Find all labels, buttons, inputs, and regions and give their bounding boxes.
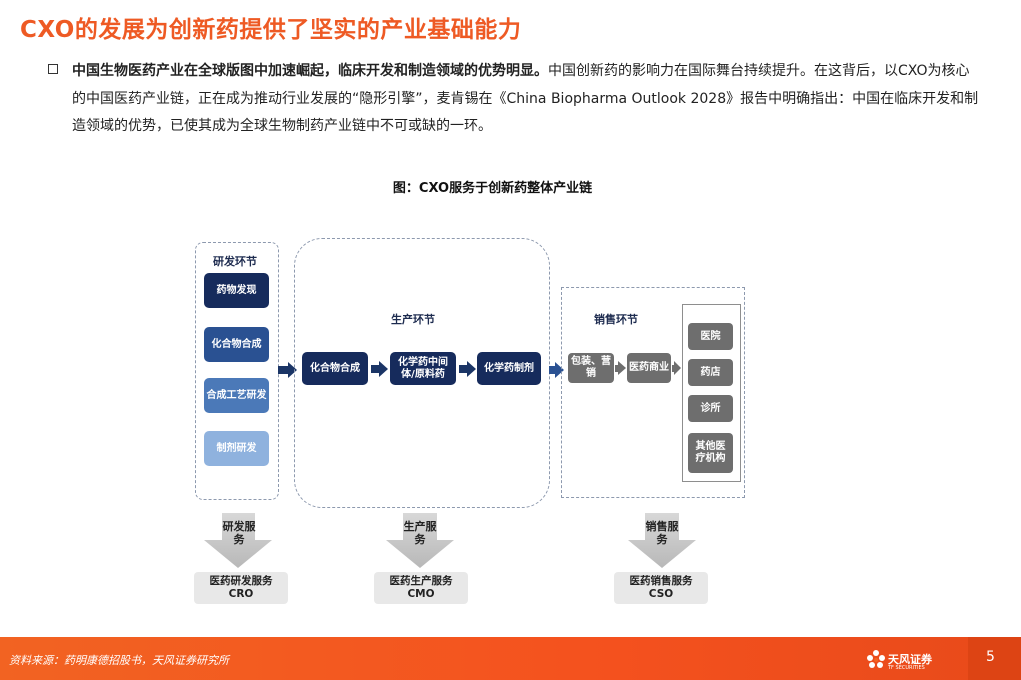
service-box-cso: 医药销售服务 CSO bbox=[614, 572, 708, 604]
footer-source: 资料来源：药明康德招股书，天风证券研究所 bbox=[9, 654, 229, 667]
paragraph-body: 中国创新药的影响力在国际舞台持续提升。在这背后，以CXO为核心的中国医药产业链，… bbox=[72, 63, 979, 134]
service-arrow-sales bbox=[628, 513, 696, 568]
bullet-paragraph: 中国生物医药产业在全球版图中加速崛起，临床开发和制造领域的优势明显。中国创新药的… bbox=[48, 58, 983, 141]
rd-node-drug-discovery: 药物发现 bbox=[204, 273, 269, 308]
logo-flower-icon bbox=[867, 650, 885, 668]
service-box-cro: 医药研发服务 CRO bbox=[194, 572, 288, 604]
service-box-cso-code: CSO bbox=[648, 588, 674, 600]
service-box-cro-code: CRO bbox=[228, 588, 254, 600]
service-arrow-production bbox=[386, 513, 454, 568]
logo-subtext: TF SECURITIES bbox=[888, 665, 925, 671]
prod-node-api-intermediates: 化学药中间体/原料药 bbox=[390, 352, 456, 385]
service-box-cmo-name: 医药生产服务 bbox=[389, 575, 453, 587]
terminal-pharmacy: 药店 bbox=[688, 359, 733, 386]
terminal-other-medical: 其他医疗机构 bbox=[688, 433, 733, 473]
company-logo: 天风证券 TF SECURITIES bbox=[866, 645, 966, 675]
service-box-cmo: 医药生产服务 CMO bbox=[374, 572, 468, 604]
footer-bar: 资料来源：药明康德招股书，天风证券研究所 天风证券 TF SECURITIES … bbox=[0, 637, 1021, 680]
paragraph-text: 中国生物医药产业在全球版图中加速崛起，临床开发和制造领域的优势明显。中国创新药的… bbox=[72, 58, 983, 141]
terminal-hospital: 医院 bbox=[688, 323, 733, 350]
service-arrow-label-production: 生产服务 bbox=[403, 520, 437, 546]
rd-node-formulation: 制剂研发 bbox=[204, 431, 269, 466]
sales-stage-label: 销售环节 bbox=[594, 313, 638, 326]
prod-node-compound-synthesis: 化合物合成 bbox=[302, 352, 368, 385]
page-title: CXO的发展为创新药提供了坚实的产业基础能力 bbox=[20, 17, 522, 43]
prod-node-formulation: 化学药制剂 bbox=[477, 352, 541, 385]
page-number-box bbox=[968, 637, 1021, 680]
figure-caption: 图：CXO服务于创新药整体产业链 bbox=[392, 181, 593, 196]
paragraph-bold-lead: 中国生物医药产业在全球版图中加速崛起，临床开发和制造领域的优势明显。 bbox=[72, 63, 548, 79]
sales-stage-box bbox=[561, 287, 745, 498]
service-box-cmo-code: CMO bbox=[407, 588, 435, 600]
production-stage-label: 生产环节 bbox=[391, 313, 435, 326]
rd-stage-label: 研发环节 bbox=[213, 255, 257, 268]
service-box-cro-name: 医药研发服务 bbox=[209, 575, 273, 587]
page-number: 5 bbox=[986, 649, 995, 665]
square-bullet-icon bbox=[48, 64, 58, 74]
service-arrow-label-sales: 销售服务 bbox=[645, 520, 679, 546]
service-box-cso-name: 医药销售服务 bbox=[629, 575, 693, 587]
logo-text: 天风证券 bbox=[888, 653, 932, 666]
sales-node-packaging: 包装、营销 bbox=[568, 353, 614, 383]
sales-node-commerce: 医药商业 bbox=[627, 353, 671, 383]
service-arrow-label-rd: 研发服务 bbox=[222, 520, 256, 546]
service-arrow-rd bbox=[204, 513, 272, 568]
rd-node-process-development: 合成工艺研发 bbox=[204, 378, 269, 413]
rd-node-compound-synthesis: 化合物合成 bbox=[204, 327, 269, 362]
terminal-clinic: 诊所 bbox=[688, 395, 733, 422]
